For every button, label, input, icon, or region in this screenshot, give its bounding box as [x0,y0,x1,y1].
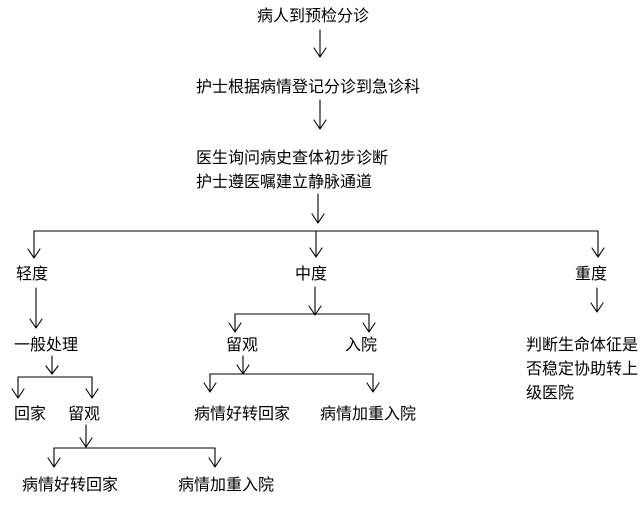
node-triage: 护士根据病情登记分诊到急诊科 [196,77,421,96]
arrow-head [590,302,604,313]
node-assessment-line-1: 医生询问病史查体初步诊断 [196,148,389,167]
node-start: 病人到预检分诊 [257,6,370,25]
arrow-head [79,437,93,448]
node-severe-action-line-2: 否稳定协助转上 [526,359,639,378]
arrow-head [29,318,43,329]
node-mild-go-home: 回家 [14,404,47,423]
arrow-head [313,47,327,58]
arrow-head [362,322,376,333]
node-mild-observation: 留观 [68,404,101,423]
arrow-head [27,248,41,259]
arrow-head [11,388,25,399]
node-mild-general-treatment: 一般处理 [14,335,79,354]
arrow-head [203,382,217,393]
node-mild: 轻度 [16,264,49,283]
arrow-head [591,247,605,258]
node-mild-worsened-admit: 病情加重入院 [178,475,275,494]
node-moderate-worsened-admit: 病情加重入院 [320,404,417,423]
arrow-head [208,457,222,468]
node-moderate-improved-home: 病情好转回家 [194,404,291,423]
node-moderate: 中度 [295,264,328,283]
node-severe-action-line-3: 级医院 [526,383,575,402]
arrow-head [309,247,323,258]
arrow-head [228,322,242,333]
node-moderate-admit: 入院 [345,335,378,354]
arrow-head [308,305,322,316]
node-severe: 重度 [575,264,608,283]
node-severe-action-line-1: 判断生命体征是 [526,335,639,354]
node-moderate-observation: 留观 [226,335,259,354]
arrow-head [313,119,327,130]
arrow-head [47,457,61,468]
node-assessment-line-2: 护士遵医嘱建立静脉通道 [196,172,373,191]
arrow-head [311,213,325,224]
arrow-head [45,365,59,375]
arrow-head [85,388,99,399]
arrow-head [366,382,380,393]
node-mild-improved-home: 病情好转回家 [22,475,119,494]
